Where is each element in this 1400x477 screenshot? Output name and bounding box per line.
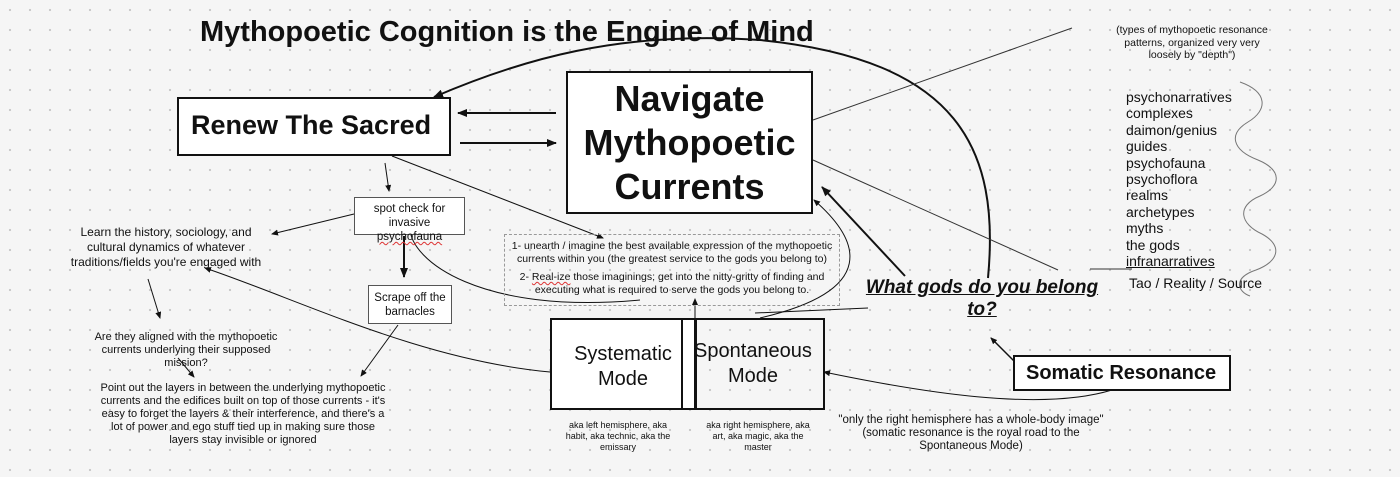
quote-line1: "only the right hemisphere has a whole-b… — [838, 414, 1104, 426]
list-item: archetypes — [1126, 203, 1195, 220]
scrape-line1: Scrape off the — [374, 292, 446, 304]
spot-check-line1: spot check for — [373, 203, 446, 215]
list-item: psychofauna — [1126, 154, 1206, 171]
page-title: Mythopoetic Cognition is the Engine of M… — [200, 16, 814, 48]
step2-prefix: 2- — [519, 271, 532, 283]
systematic-mode-box: Systematic Mode — [550, 318, 696, 410]
systematic-line1: Systematic — [574, 343, 672, 365]
resonance-list: psychonarratives complexes daimon/genius… — [1126, 89, 1232, 269]
scrape-barnacles-box: Scrape off the barnacles — [368, 285, 452, 324]
tao-label: Tao / Reality / Source — [1129, 275, 1263, 291]
mode-divider — [695, 318, 697, 410]
spontaneous-mode-box: Spontaneous Mode — [681, 318, 825, 410]
spot-check-line2-prefix: invasive — [388, 217, 431, 229]
scrape-line2: barnacles — [385, 306, 435, 318]
wavy-brace — [1234, 81, 1277, 297]
navigate-line3: Currents — [614, 166, 765, 207]
list-item: complexes — [1126, 105, 1193, 122]
spontaneous-line1: Spontaneous — [694, 340, 812, 362]
spot-check-psychofauna: psychofauna — [376, 231, 443, 243]
list-item: infranarratives — [1126, 253, 1215, 270]
navigate-currents-box: Navigate Mythopoetic Currents — [566, 71, 813, 214]
quote-line2: (somatic resonance is the royal road to … — [862, 427, 1080, 452]
systematic-caption: aka left hemisphere, aka habit, aka tech… — [565, 420, 671, 452]
list-item: the gods — [1126, 236, 1180, 253]
somatic-label: Somatic Resonance — [1026, 362, 1217, 384]
list-item: guides — [1126, 138, 1168, 155]
layers-note: Point out the layers in between the unde… — [100, 382, 386, 446]
somatic-resonance-box: Somatic Resonance — [1013, 355, 1231, 391]
list-item: psychonarratives — [1126, 89, 1232, 105]
spontaneous-line2: Mode — [727, 365, 779, 387]
renew-sacred-label: Renew The Sacred — [191, 110, 432, 140]
navigate-line1: Navigate — [614, 78, 765, 119]
spot-check-box: spot check for invasive psychofauna — [354, 197, 465, 243]
quote-note: "only the right hemisphere has a whole-b… — [838, 414, 1104, 453]
arc-to-renew — [433, 37, 991, 279]
navigate-line2: Mythopoetic — [583, 122, 796, 163]
list-item: psychoflora — [1126, 171, 1198, 188]
step2-realize: Real-ize — [531, 271, 571, 283]
aligned-note: Are they aligned with the mythopoetic cu… — [94, 331, 278, 369]
spontaneous-caption: aka right hemisphere, aka art, aka magic… — [706, 420, 810, 452]
list-item: daimon/genius — [1126, 121, 1218, 138]
list-item: realms — [1126, 187, 1169, 204]
steps-box: 1- unearth / imagine the best available … — [504, 234, 840, 306]
systematic-line2: Mode — [597, 368, 649, 390]
list-item: myths — [1126, 220, 1164, 237]
learn-note: Learn the history, sociology, and cultur… — [70, 225, 262, 269]
types-note: (types of mythopoetic resonance patterns… — [1116, 24, 1268, 61]
step2-rest: those imaginings; get into the nitty-gri… — [534, 271, 825, 296]
step1-text: 1- unearth / imagine the best available … — [511, 240, 833, 265]
renew-sacred-box: Renew The Sacred — [177, 97, 451, 156]
question-text: What gods do you belong to? — [865, 277, 1099, 320]
